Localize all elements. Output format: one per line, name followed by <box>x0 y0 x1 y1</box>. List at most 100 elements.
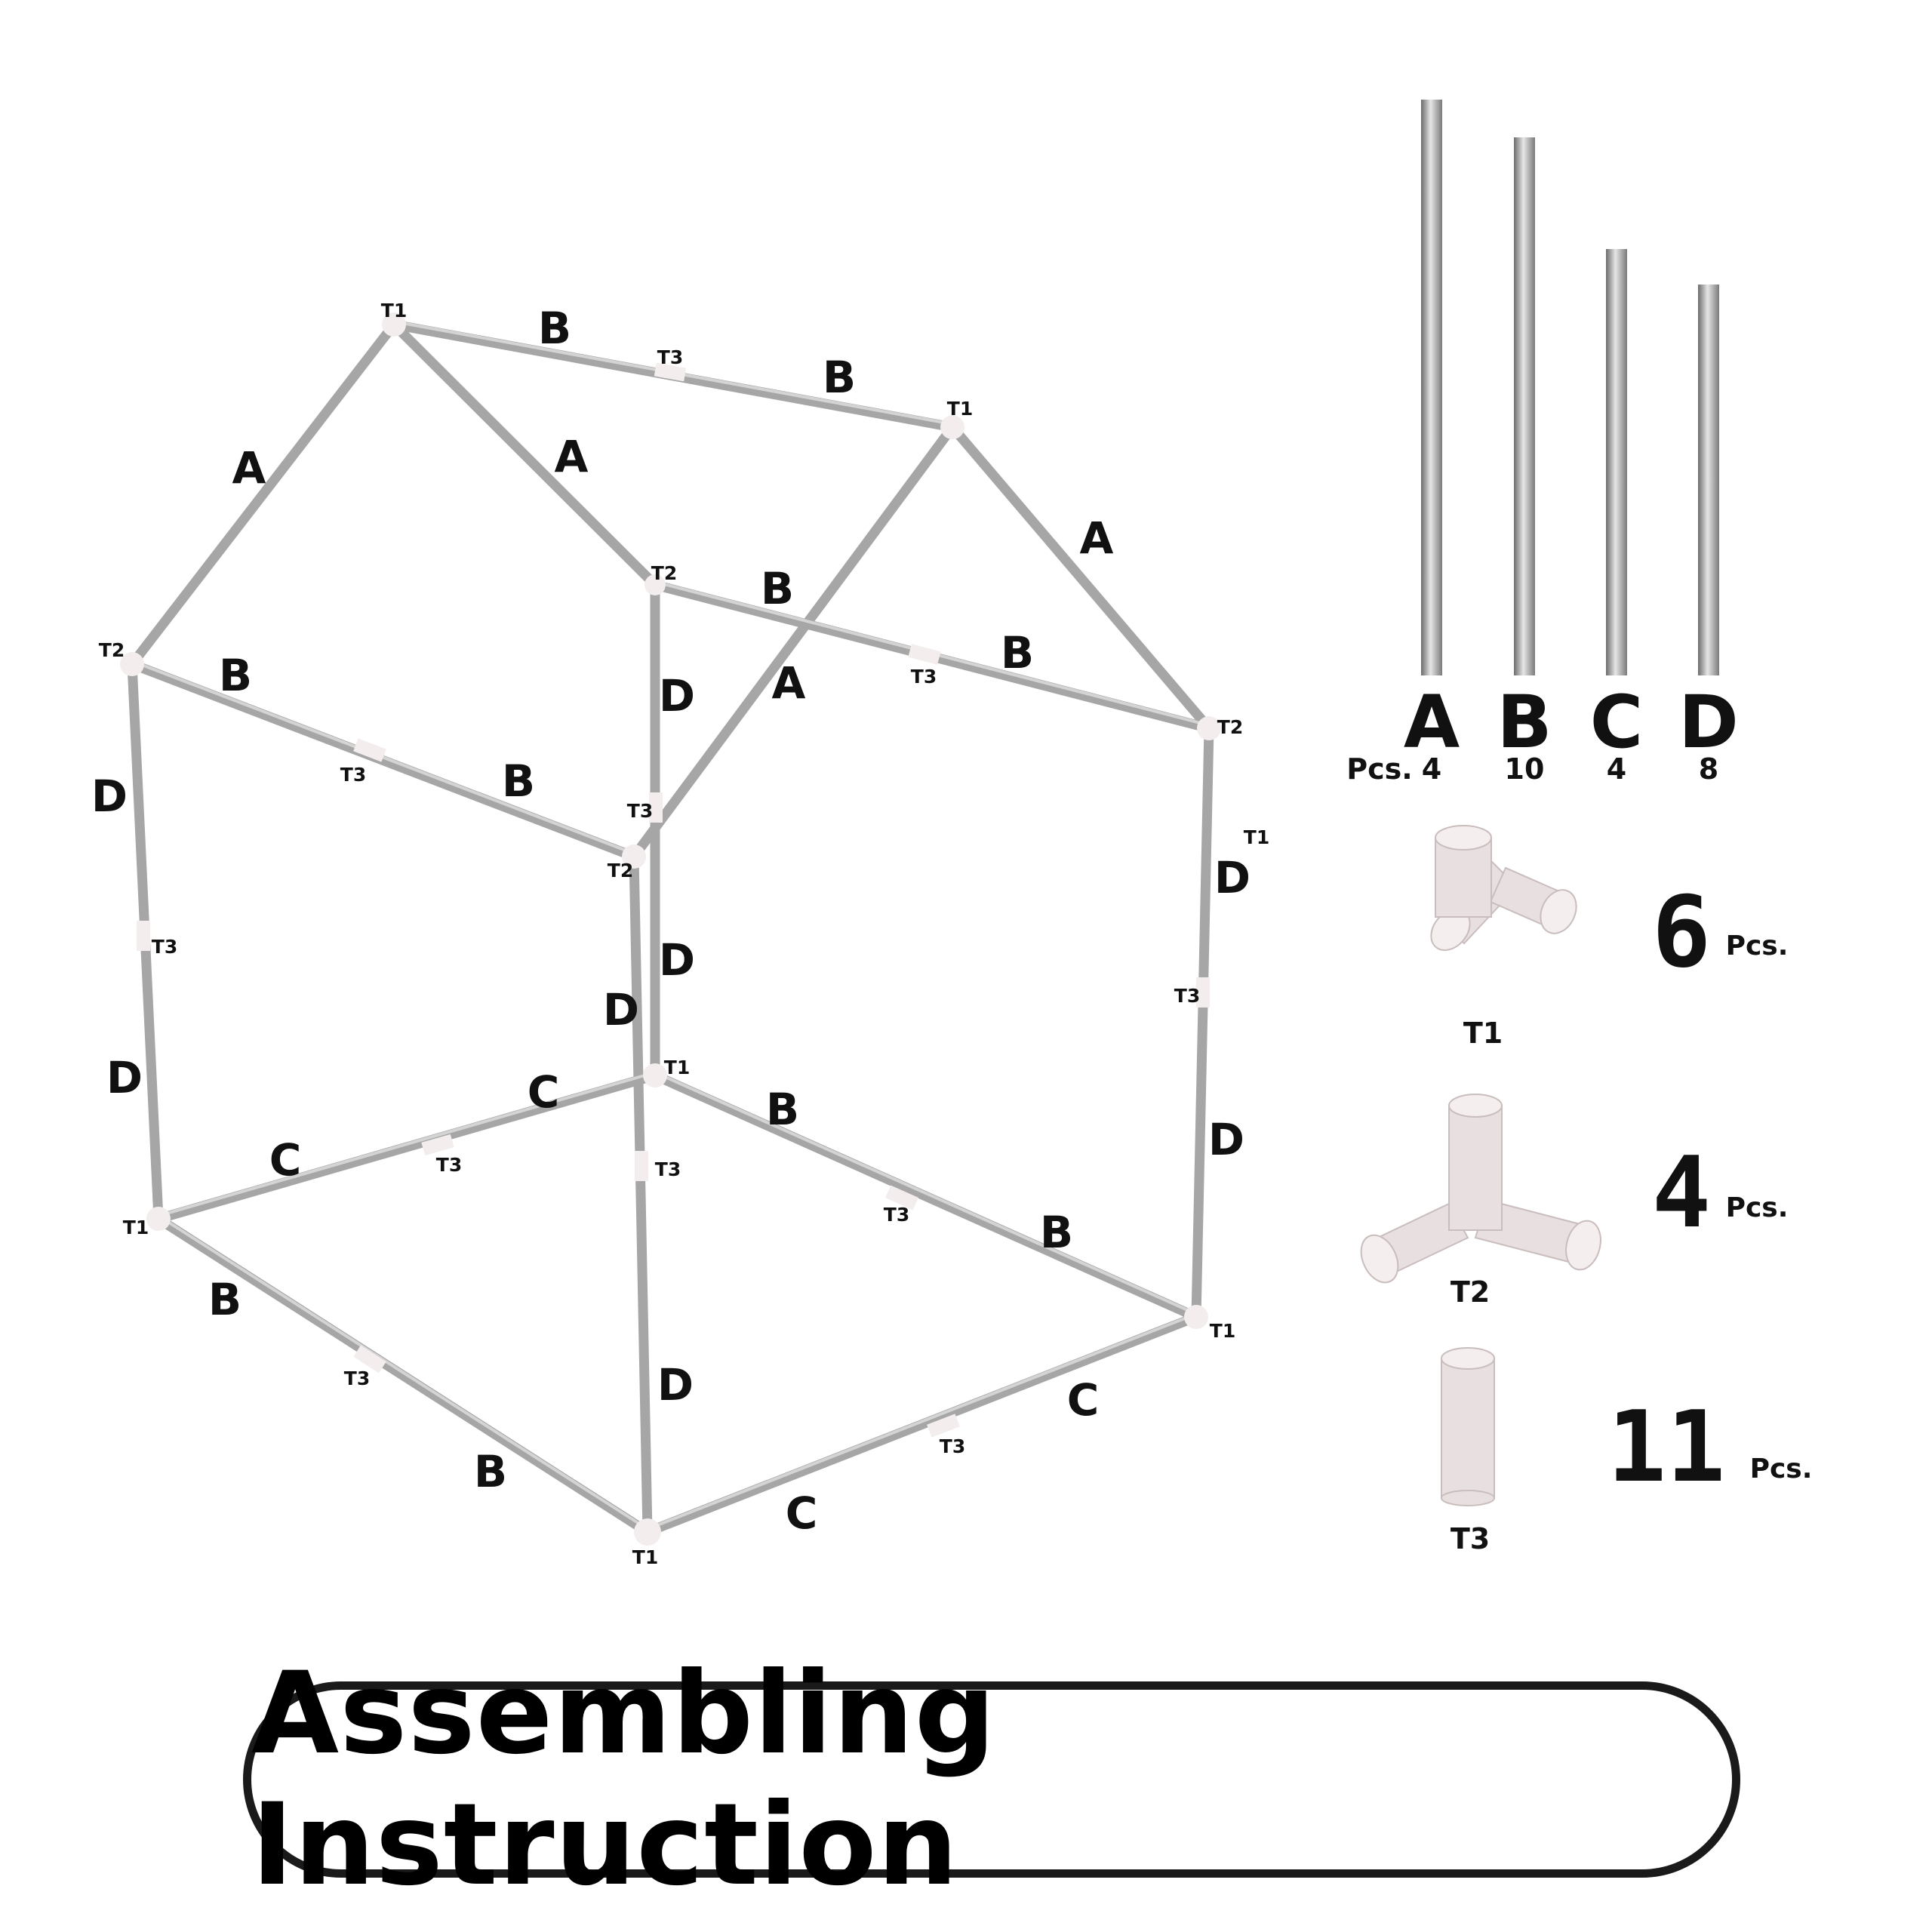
t3-label-eave-front: T3 <box>340 764 366 786</box>
t3-connector-illustration <box>1441 1347 1495 1506</box>
rod-a <box>1421 100 1442 675</box>
label-eave-front-2: B <box>502 755 535 807</box>
joint-base-right <box>1184 1305 1208 1329</box>
t3-label-post-back: T3 <box>627 800 653 822</box>
t3-label-post-left: T3 <box>152 936 177 958</box>
part-qty-d: 8 <box>1699 752 1718 786</box>
connector-count-t3: 11 <box>1607 1389 1726 1504</box>
joint-label-roof-left: T1 <box>381 300 407 321</box>
joint-label-eave-front: T2 <box>608 860 633 881</box>
t3-sleeve-post-back <box>649 792 663 823</box>
label-base-left-front-2: B <box>474 1446 507 1497</box>
pipe-highlight-base-back <box>157 1071 657 1217</box>
label-post-left-2: D <box>106 1052 143 1103</box>
label-eave-back-1: B <box>761 563 794 614</box>
pipe-highlight-base-right <box>654 1071 1198 1315</box>
t3-sleeve-post-front <box>635 1151 648 1181</box>
label-post-front-1: D <box>659 934 695 986</box>
pipe-highlight-base-front <box>646 1312 1198 1531</box>
pipe-left-gable-back <box>389 319 660 590</box>
joint-base-front <box>634 1518 661 1546</box>
rod-d <box>1698 285 1719 675</box>
part-letter-d: D <box>1678 680 1739 764</box>
t3-label-base-left-back: T3 <box>436 1154 462 1176</box>
pipe-base-left-back <box>153 1070 660 1224</box>
joint-label-base-right: T1 <box>1210 1320 1235 1342</box>
label-left-gable-back: A <box>555 431 589 482</box>
connector-name-t1: T1 <box>1463 1017 1503 1050</box>
label-base-left-back-1: C <box>269 1134 302 1186</box>
frame-pipes <box>127 319 1214 1537</box>
t3-sleeve-base-back-right <box>885 1185 918 1211</box>
connector-pcs-t1: Pcs. <box>1726 931 1789 961</box>
t3-sleeve-base-front-right <box>927 1414 960 1438</box>
label-post-right-1: D <box>1214 852 1251 903</box>
label-roof-ridge-2: B <box>823 352 856 403</box>
pipe-left-gable-front <box>127 319 399 669</box>
joint-label-base-back: T1 <box>664 1057 690 1078</box>
connector-pcs-t3: Pcs. <box>1750 1454 1813 1484</box>
connectors-legend: T1 6 Pcs. T2 4 Pcs. T3 11 Pcs. <box>1360 825 1813 1555</box>
joint-label-base-front: T1 <box>632 1546 658 1568</box>
pipe-post-front <box>629 851 653 1537</box>
label-post-front-2: D <box>603 984 639 1035</box>
label-post-left-1: D <box>91 771 128 822</box>
t3-label-eave-back: T3 <box>911 666 937 688</box>
connector-count-t2: 4 <box>1652 1135 1711 1250</box>
label-base-front-right-1: C <box>786 1487 818 1539</box>
t3-sleeve-eave-front <box>353 738 386 762</box>
parts-pcs-label: Pcs. <box>1346 752 1412 786</box>
rod-c <box>1606 249 1627 675</box>
page-title: Assembling Instruction <box>251 1648 997 1911</box>
label-base-left-front-1: B <box>208 1274 242 1325</box>
joint-label-base-left: T1 <box>123 1217 149 1238</box>
t3-label-post-right: T3 <box>1174 985 1200 1007</box>
pipe-base-left-front <box>153 1214 653 1537</box>
joint-label-roof-right: T1 <box>947 398 973 420</box>
label-roof-ridge-1: B <box>538 303 571 354</box>
label-right-gable-back: A <box>1080 512 1114 564</box>
t3-label-base-front-right: T3 <box>940 1435 965 1457</box>
label-eave-back-2: B <box>1001 627 1034 678</box>
joint-label-eave-back: T2 <box>651 562 677 584</box>
t3-label-base-left-front: T3 <box>344 1367 370 1389</box>
pipe-base-back-right <box>650 1070 1201 1322</box>
joint-eave-front <box>622 844 646 869</box>
frame-pipe-labels: B B A A A A B B B B D D D D D D D C C B … <box>91 303 1251 1539</box>
label-post-front-lower: D <box>657 1359 694 1411</box>
part-letter-a: A <box>1404 680 1460 764</box>
pipe-base-front-right <box>642 1312 1201 1537</box>
label-right-gable-front: A <box>772 657 806 709</box>
t3-sleeve-base-left-back <box>421 1134 454 1156</box>
label-base-left-back-2: C <box>528 1066 560 1118</box>
label-eave-front-1: B <box>219 650 252 701</box>
joint-roof-left <box>382 312 406 337</box>
connector-name-t2: T2 <box>1451 1275 1490 1309</box>
joint-eave-back <box>645 574 666 595</box>
part-qty-c: 4 <box>1607 752 1626 786</box>
joint-eave-right <box>1197 716 1221 740</box>
title-banner: Assembling Instruction <box>243 1648 1740 1911</box>
rod-b <box>1514 137 1535 675</box>
t3-sleeve-base-left-front <box>353 1345 386 1374</box>
t3-sleeve-post-right <box>1196 977 1210 1008</box>
part-qty-b: 10 <box>1505 752 1545 786</box>
pipe-highlight-base-left <box>157 1214 649 1531</box>
pipe-right-gable-back <box>947 422 1214 734</box>
connector-count-t1: 6 <box>1652 875 1711 989</box>
t2-connector-illustration <box>1360 1094 1601 1284</box>
t3-sleeve-ridge <box>654 362 687 382</box>
label-base-back-right-2: B <box>1040 1207 1073 1258</box>
joint-label-eave-left: T2 <box>99 639 125 661</box>
frame-joint-labels: T1 T1 T2 T2 T2 T2 T1 T1 T1 T1 T1 T3 T3 T… <box>99 300 1269 1568</box>
pipe-parts-legend: A B C D Pcs. 4 10 4 8 <box>1346 100 1739 786</box>
part-letter-b: B <box>1497 680 1552 764</box>
pipe-eave-front <box>127 659 639 862</box>
part-letter-c: C <box>1590 680 1643 764</box>
t1-connector-illustration <box>1430 825 1577 951</box>
joint-base-left <box>146 1207 171 1231</box>
joint-eave-left <box>120 652 144 676</box>
label-base-back-right-1: B <box>766 1084 799 1135</box>
t3-label-post-front: T3 <box>655 1158 681 1180</box>
